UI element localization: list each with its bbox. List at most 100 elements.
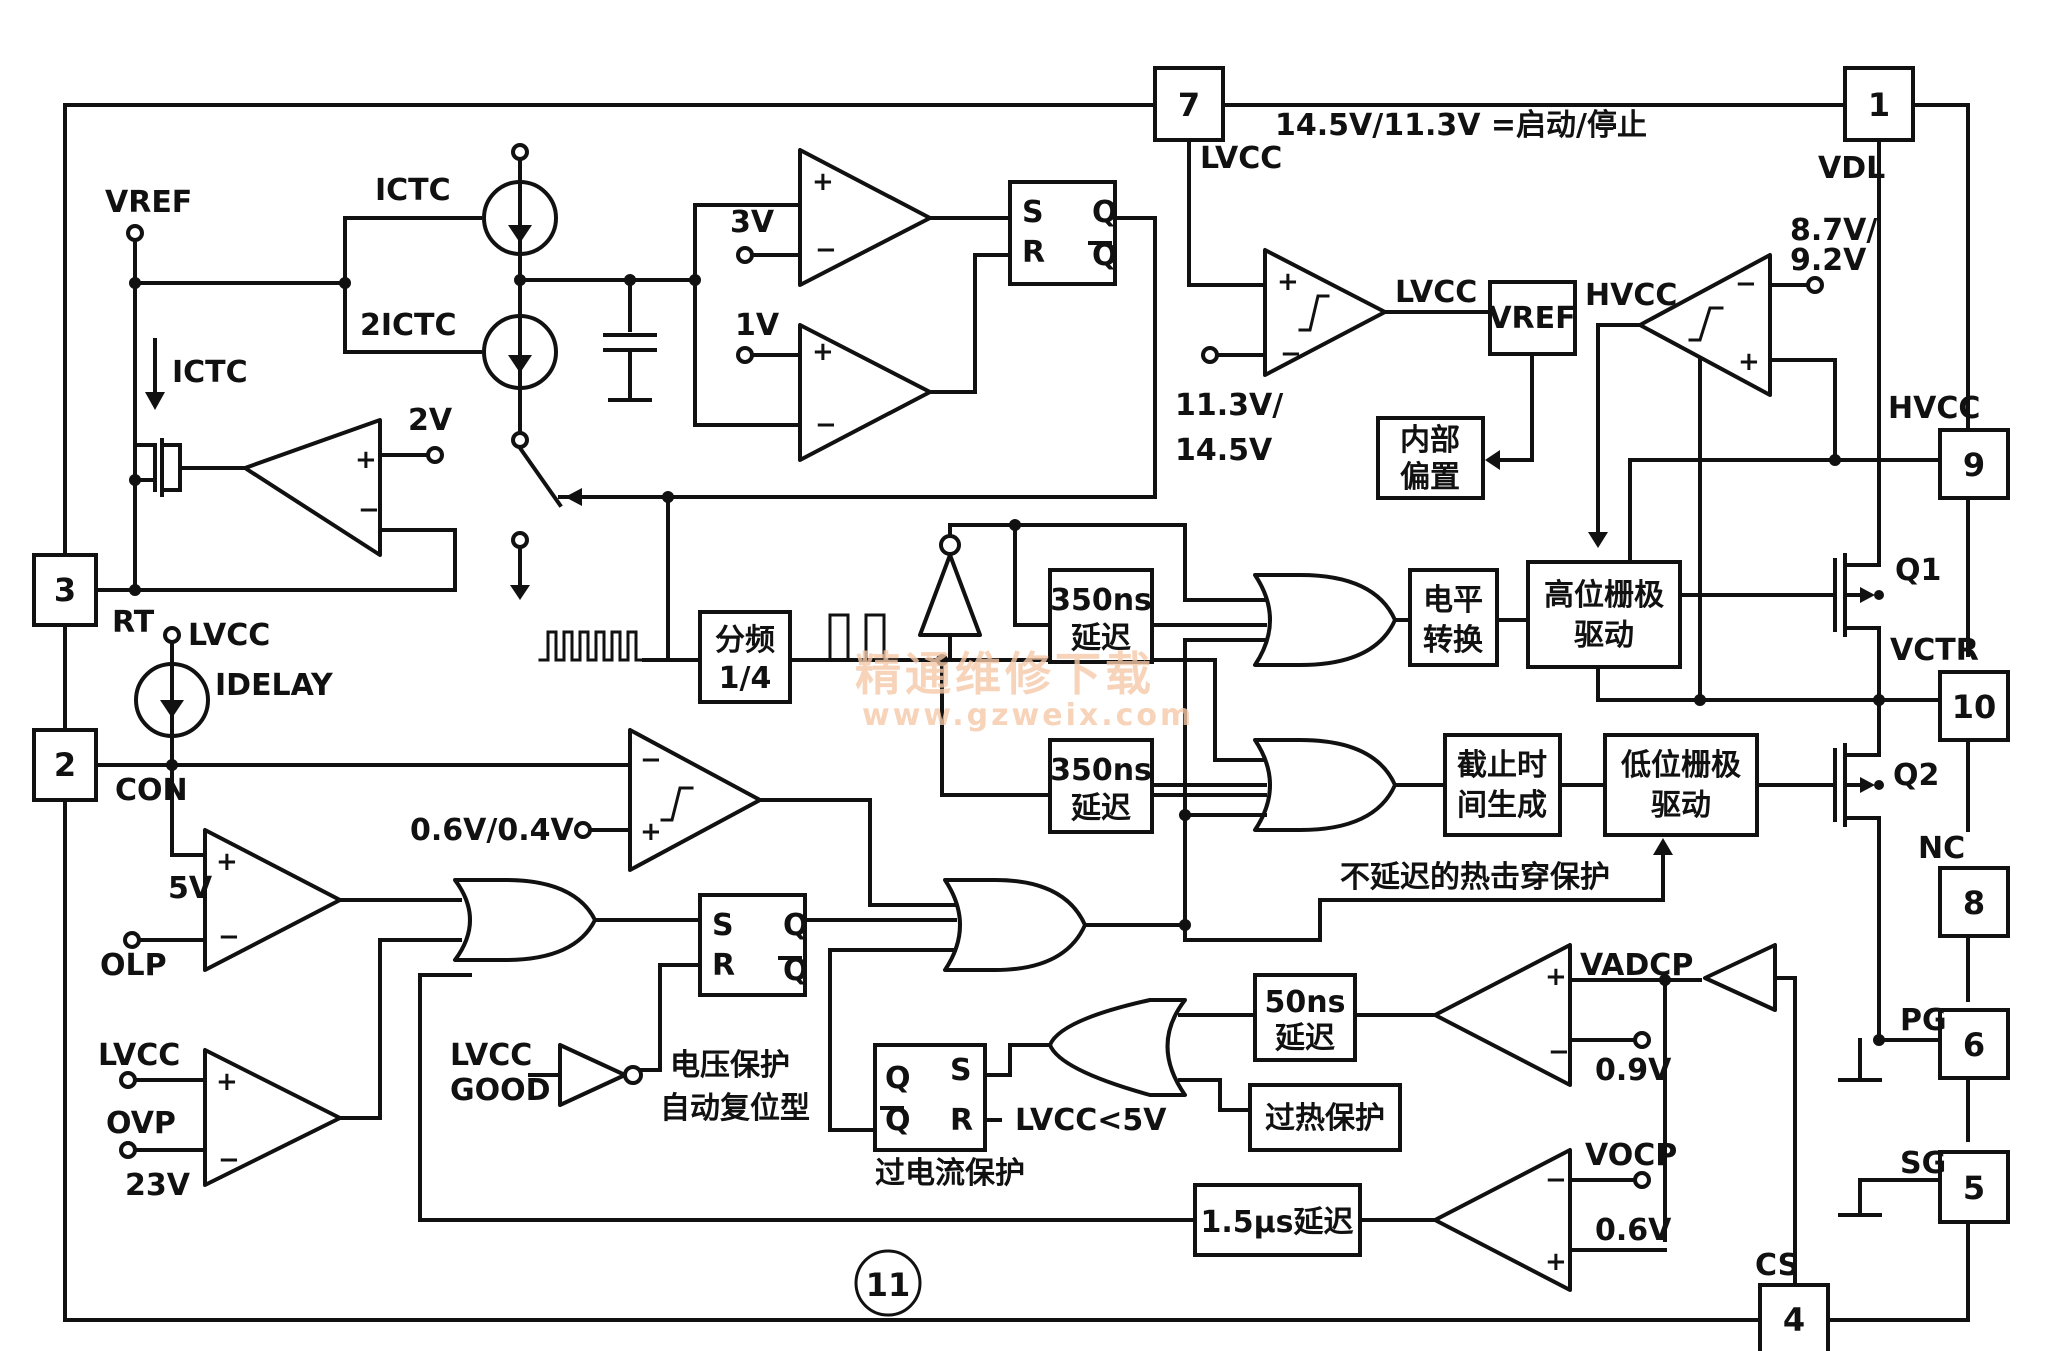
or-gate-protection (453, 878, 597, 962)
svg-text:350ns: 350ns (1050, 583, 1152, 618)
or-gate-high (1253, 573, 1397, 667)
svg-text:−: − (815, 410, 837, 440)
svg-text:−: − (218, 1145, 240, 1175)
svg-text:RT: RT (112, 605, 155, 640)
svg-text:延迟: 延迟 (1274, 1021, 1335, 1056)
svg-text:CON: CON (115, 773, 188, 808)
sr-latch-overcurrent: Q Q S R (873, 1043, 987, 1152)
svg-text:LVCC: LVCC (450, 1038, 532, 1073)
svg-text:23V: 23V (125, 1168, 191, 1203)
svg-text:电压保护: 电压保护 (670, 1048, 790, 1083)
svg-text:−: − (358, 495, 380, 525)
q2-mosfet (1833, 698, 1884, 1042)
pin-4: 4 (1758, 1283, 1830, 1351)
svg-text:S: S (950, 1053, 972, 1088)
svg-text:3V: 3V (730, 205, 775, 240)
svg-text:−: − (815, 235, 837, 265)
pin-7: 7 (1153, 66, 1225, 142)
pin-5: 5 (1938, 1150, 2010, 1224)
startstop-label: 14.5V/11.3V =启动/停止 (1275, 108, 1647, 143)
svg-text:OVP: OVP (106, 1106, 176, 1141)
svg-text:VADCP: VADCP (1580, 948, 1693, 983)
pin-9: 9 (1938, 428, 2010, 500)
svg-text:偏置: 偏置 (1400, 460, 1460, 495)
svg-text:9: 9 (1963, 446, 1985, 484)
con-comparator: − + (628, 728, 762, 872)
svg-text:驱动: 驱动 (1574, 618, 1634, 653)
svg-text:3: 3 (54, 571, 76, 609)
svg-text:−: − (1545, 1165, 1567, 1195)
svg-text:VREF: VREF (105, 185, 192, 220)
svg-text:9.2V: 9.2V (1790, 243, 1867, 278)
delay-350ns-top: 350ns 延迟 (1048, 568, 1154, 664)
svg-text:ICTC: ICTC (375, 173, 451, 208)
svg-text:R: R (712, 948, 735, 983)
delay-1-5us: 1.5μs延迟 (1193, 1183, 1362, 1257)
svg-text:7: 7 (1178, 86, 1200, 124)
svg-text:+: + (216, 847, 238, 877)
svg-text:8.7V/: 8.7V/ (1790, 213, 1877, 248)
svg-text:VREF: VREF (1488, 301, 1575, 336)
svg-text:VOCP: VOCP (1585, 1138, 1677, 1173)
comparator-1v: + − (798, 323, 932, 462)
vref-terminal: VREF (105, 185, 192, 242)
svg-text:350ns: 350ns (1050, 753, 1152, 788)
svg-text:+: + (1545, 1247, 1567, 1277)
svg-text:不延迟的热击穿保护: 不延迟的热击穿保护 (1340, 860, 1610, 895)
svg-text:6: 6 (1963, 1026, 1985, 1064)
cs-buffer (1703, 943, 1777, 1012)
or-gate-overcurrent (1048, 998, 1187, 1097)
svg-text:驱动: 驱动 (1651, 788, 1711, 823)
svg-text:R: R (950, 1103, 973, 1138)
svg-text:0.6V: 0.6V (1595, 1213, 1672, 1248)
svg-text:11: 11 (866, 1266, 911, 1304)
svg-text:+: + (355, 445, 377, 475)
svg-text:5V: 5V (168, 871, 213, 906)
svg-text:Q: Q (783, 908, 809, 943)
svg-text:VCTR: VCTR (1890, 633, 1979, 668)
switch (517, 445, 563, 508)
svg-text:+: + (1738, 347, 1760, 377)
svg-text:10: 10 (1952, 688, 1997, 726)
overheat-block: 过热保护 (1248, 1083, 1402, 1152)
svg-text:Q: Q (885, 1061, 911, 1096)
internal-bias-block: 内部 偏置 (1376, 416, 1485, 500)
olp-comparator: + − (203, 828, 342, 972)
svg-text:CS: CS (1755, 1248, 1799, 1283)
svg-text:R: R (1022, 235, 1045, 270)
svg-text:+: + (216, 1067, 238, 1097)
svg-text:LVCC: LVCC (98, 1038, 180, 1073)
svg-text:1V: 1V (735, 308, 780, 343)
lvcc-good-inverter (558, 1043, 643, 1107)
svg-text:IDELAY: IDELAY (215, 668, 334, 703)
pin-10: 10 (1938, 670, 2010, 742)
sr-latch-top: S R Q Q (1008, 180, 1118, 286)
svg-text:−: − (1735, 269, 1757, 299)
pin-8: 8 (1938, 866, 2010, 938)
watermark: 精通维修下载 www.gzweix.com (855, 647, 1191, 733)
svg-text:高位栅极: 高位栅极 (1544, 578, 1664, 613)
pin-2: 2 (32, 728, 98, 802)
svg-text:分频: 分频 (715, 623, 775, 658)
svg-text:S: S (1022, 195, 1044, 230)
svg-text:过电流保护: 过电流保护 (875, 1156, 1025, 1191)
or-gate-low (1253, 738, 1397, 832)
uvlo-comparator: + − (1263, 248, 1387, 377)
svg-text:延迟: 延迟 (1070, 621, 1131, 656)
svg-text:+: + (1277, 267, 1299, 297)
svg-text:低位栅极: 低位栅极 (1620, 748, 1741, 783)
svg-text:GOOD: GOOD (450, 1073, 551, 1108)
svg-text:ICTC: ICTC (172, 355, 248, 390)
svg-text:HVCC: HVCC (1585, 278, 1677, 313)
svg-text:8: 8 (1963, 884, 1985, 922)
divider-block: 分频 1/4 (698, 610, 792, 704)
delay-350ns-bottom: 350ns 延迟 (1048, 738, 1154, 834)
svg-text:LVCC: LVCC (1395, 275, 1477, 310)
svg-text:2: 2 (54, 746, 76, 784)
svg-text:−: − (218, 922, 240, 952)
delay-50ns: 50ns 延迟 (1253, 973, 1357, 1062)
svg-text:0.6V/0.4V: 0.6V/0.4V (410, 813, 574, 848)
svg-text:HVCC: HVCC (1888, 391, 1980, 426)
svg-text:LVCC<5V: LVCC<5V (1015, 1103, 1167, 1138)
svg-text:过热保护: 过热保护 (1265, 1101, 1385, 1136)
